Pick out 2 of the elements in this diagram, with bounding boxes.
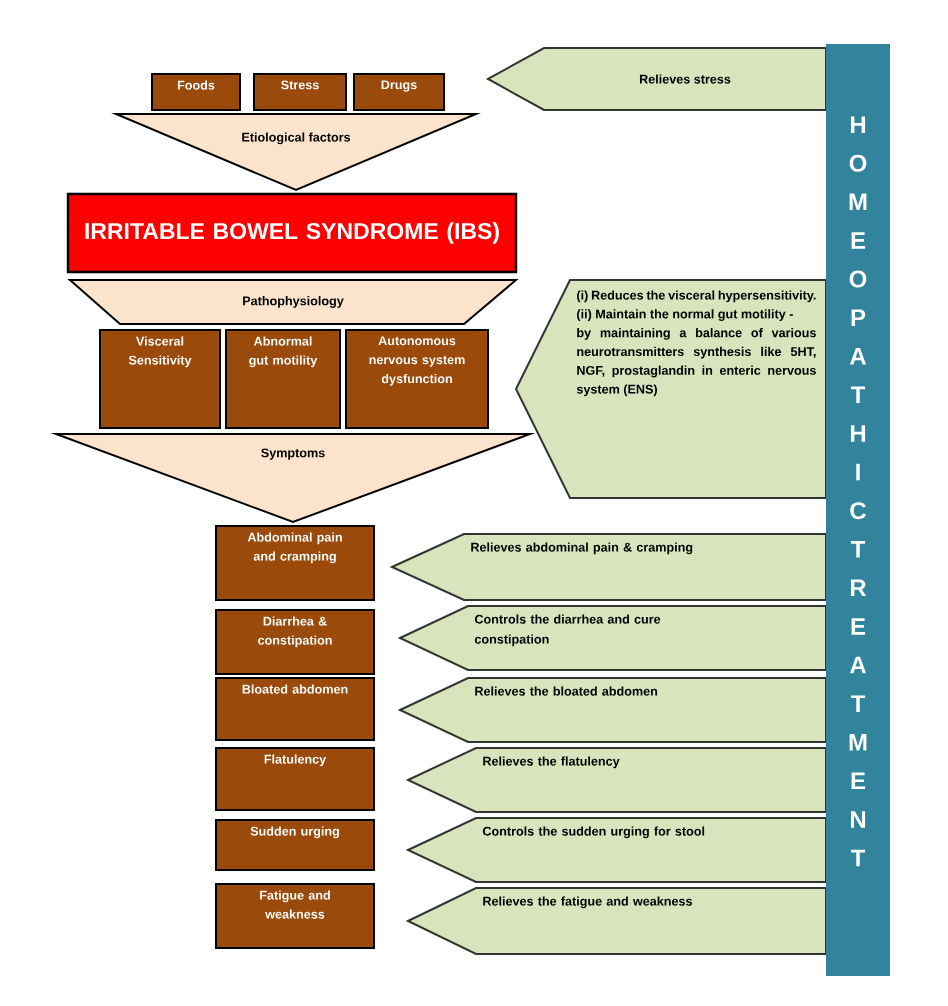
title-box: IRRITABLE BOWEL SYNDROME (IBS) (66, 192, 518, 274)
treatment-bar: HOMEOPATHIC TREATMENT (826, 44, 890, 976)
